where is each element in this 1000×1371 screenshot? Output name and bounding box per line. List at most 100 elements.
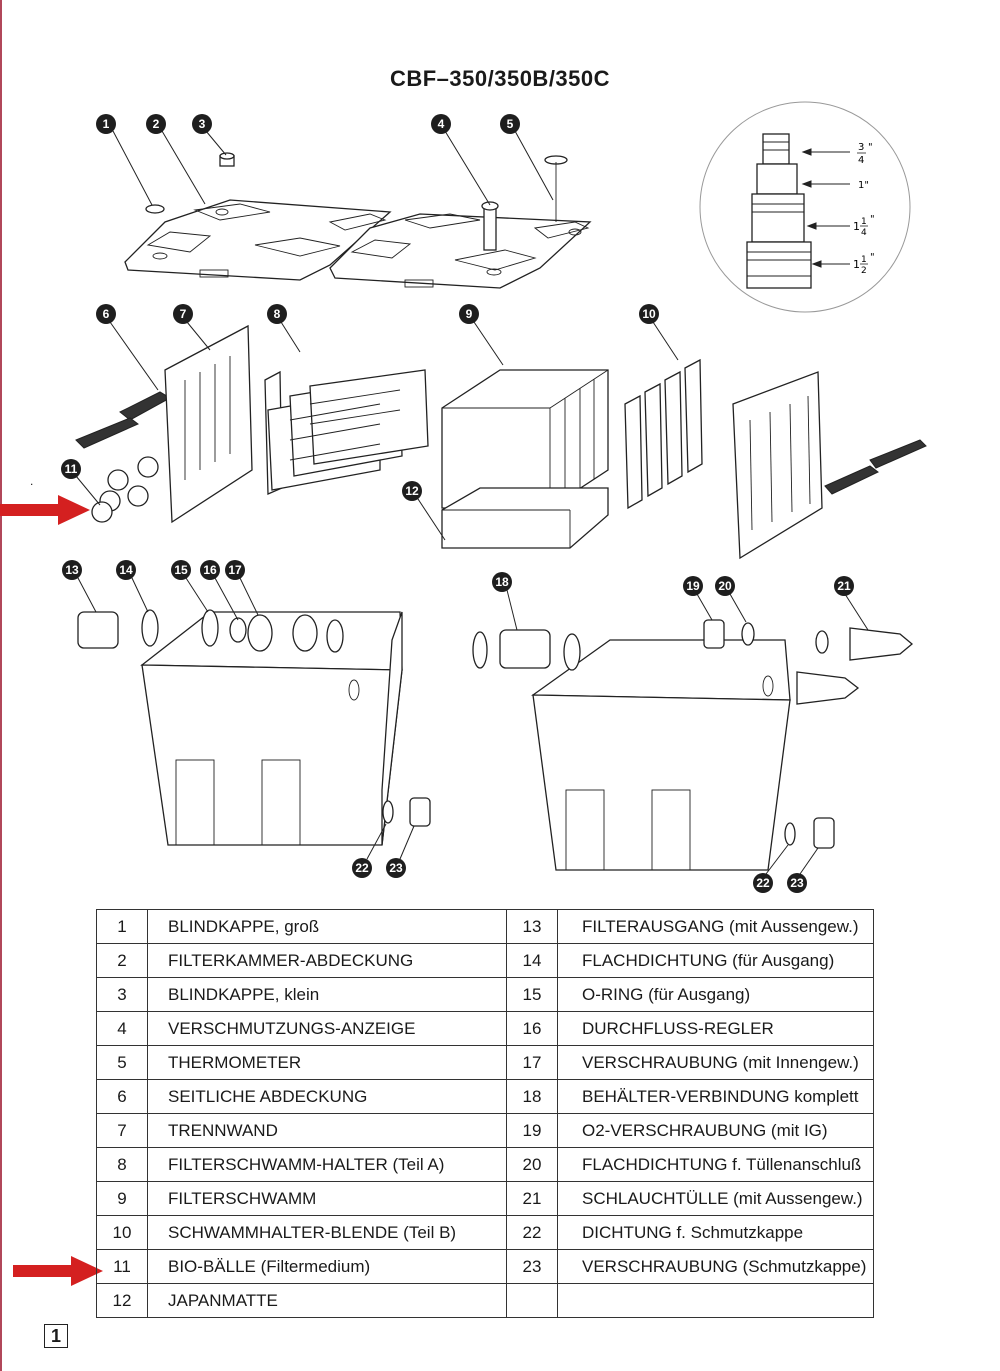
filter-sponges bbox=[441, 369, 609, 509]
svg-text:13: 13 bbox=[65, 563, 79, 577]
hose-tail-size-detail: 3 4 " 1" 1 1 4 " 1 1 2 " bbox=[699, 101, 911, 313]
right-name-cell: O-RING (für Ausgang) bbox=[557, 977, 874, 1012]
callout-4: 4 bbox=[431, 114, 451, 134]
svg-text:7: 7 bbox=[180, 307, 187, 321]
svg-text:11: 11 bbox=[65, 462, 78, 476]
svg-text:8: 8 bbox=[274, 307, 281, 321]
svg-text:": " bbox=[870, 214, 875, 225]
right-num-cell: 15 bbox=[506, 977, 558, 1012]
right-num-cell: 21 bbox=[506, 1181, 558, 1216]
svg-text:": " bbox=[870, 252, 875, 263]
size-label-1: 1" bbox=[858, 180, 869, 191]
size-label-1-1-4-whole: 1 bbox=[853, 220, 860, 233]
svg-text:2: 2 bbox=[153, 117, 160, 131]
callout-13: 13 bbox=[62, 560, 82, 580]
callout-21: 21 bbox=[834, 576, 854, 596]
callout-17: 17 bbox=[225, 560, 245, 580]
svg-text:": " bbox=[868, 142, 873, 153]
filter-tank-right bbox=[531, 639, 791, 871]
filter-chamber-cover-right bbox=[329, 213, 592, 289]
stray-dot: . bbox=[30, 474, 34, 488]
svg-text:12: 12 bbox=[405, 484, 419, 498]
callout-14: 14 bbox=[116, 560, 136, 580]
callout-16: 16 bbox=[200, 560, 220, 580]
svg-text:5: 5 bbox=[507, 117, 514, 131]
page-number: 1 bbox=[44, 1324, 68, 1348]
svg-text:23: 23 bbox=[389, 861, 403, 875]
right-num-cell: 18 bbox=[506, 1079, 558, 1114]
svg-text:15: 15 bbox=[174, 563, 188, 577]
left-name-cell: VERSCHMUTZUNGS-ANZEIGE bbox=[147, 1011, 507, 1046]
page-edge-rule bbox=[0, 0, 2, 1371]
size-label-1-1-2-num: 1 bbox=[861, 255, 867, 265]
callout-11: 11 bbox=[61, 459, 81, 479]
svg-text:4: 4 bbox=[438, 117, 445, 131]
right-name-cell: DICHTUNG f. Schmutzkappe bbox=[557, 1215, 874, 1250]
callout-15: 15 bbox=[171, 560, 191, 580]
callout-12: 12 bbox=[402, 481, 422, 501]
right-num-cell bbox=[506, 1283, 558, 1318]
bio-balls bbox=[91, 456, 159, 523]
right-num-cell: 19 bbox=[506, 1113, 558, 1148]
svg-text:16: 16 bbox=[203, 563, 217, 577]
left-num-cell: 6 bbox=[96, 1079, 148, 1114]
right-name-cell bbox=[557, 1283, 874, 1318]
right-num-cell: 14 bbox=[506, 943, 558, 978]
callout-22: 22 bbox=[753, 873, 773, 893]
svg-text:22: 22 bbox=[756, 876, 770, 890]
svg-text:21: 21 bbox=[837, 579, 851, 593]
callout-19: 19 bbox=[683, 576, 703, 596]
svg-text:17: 17 bbox=[228, 563, 242, 577]
callout-22: 22 bbox=[352, 858, 372, 878]
size-label-1-1-4-num: 1 bbox=[861, 217, 867, 227]
left-name-cell: FILTERKAMMER-ABDECKUNG bbox=[147, 943, 507, 978]
callout-leaders bbox=[75, 130, 869, 875]
japan-mat bbox=[441, 487, 609, 549]
svg-text:14: 14 bbox=[119, 563, 133, 577]
svg-text:6: 6 bbox=[103, 307, 110, 321]
svg-text:20: 20 bbox=[718, 579, 732, 593]
left-num-cell: 5 bbox=[96, 1045, 148, 1080]
sponge-holder-blende bbox=[624, 358, 703, 510]
left-name-cell: SEITLICHE ABDECKUNG bbox=[147, 1079, 507, 1114]
thermometer bbox=[544, 155, 568, 222]
left-name-cell: FILTERSCHWAMM-HALTER (Teil A) bbox=[147, 1147, 507, 1182]
callout-9: 9 bbox=[459, 304, 479, 324]
right-name-cell: FLACHDICHTUNG f. Tüllenanschluß bbox=[557, 1147, 874, 1182]
right-name-cell: FLACHDICHTUNG (für Ausgang) bbox=[557, 943, 874, 978]
right-name-cell: O2-VERSCHRAUBUNG (mit IG) bbox=[557, 1113, 874, 1148]
size-label-3-4-den: 4 bbox=[858, 155, 864, 166]
left-num-cell: 2 bbox=[96, 943, 148, 978]
right-name-cell: SCHLAUCHTÜLLE (mit Aussengew.) bbox=[557, 1181, 874, 1216]
right-name-cell: DURCHFLUSS-REGLER bbox=[557, 1011, 874, 1046]
right-num-cell: 20 bbox=[506, 1147, 558, 1182]
right-num-cell: 23 bbox=[506, 1249, 558, 1284]
size-label-3-4-num: 3 bbox=[858, 142, 864, 153]
svg-text:22: 22 bbox=[355, 861, 369, 875]
svg-text:19: 19 bbox=[686, 579, 700, 593]
callout-6: 6 bbox=[96, 304, 116, 324]
left-num-cell: 11 bbox=[96, 1249, 148, 1284]
blind-cap-small bbox=[219, 152, 235, 167]
left-name-cell: SCHWAMMHALTER-BLENDE (Teil B) bbox=[147, 1215, 507, 1250]
right-num-cell: 16 bbox=[506, 1011, 558, 1046]
left-name-cell: JAPANMATTE bbox=[147, 1283, 507, 1318]
left-num-cell: 10 bbox=[96, 1215, 148, 1250]
svg-text:1: 1 bbox=[103, 117, 110, 131]
blind-cap-large bbox=[145, 204, 165, 214]
left-num-cell: 9 bbox=[96, 1181, 148, 1216]
right-name-cell: FILTERAUSGANG (mit Aussengew.) bbox=[557, 909, 874, 944]
right-num-cell: 22 bbox=[506, 1215, 558, 1250]
partition-wall bbox=[164, 324, 253, 524]
callout-18: 18 bbox=[492, 572, 512, 592]
left-name-cell: TRENNWAND bbox=[147, 1113, 507, 1148]
